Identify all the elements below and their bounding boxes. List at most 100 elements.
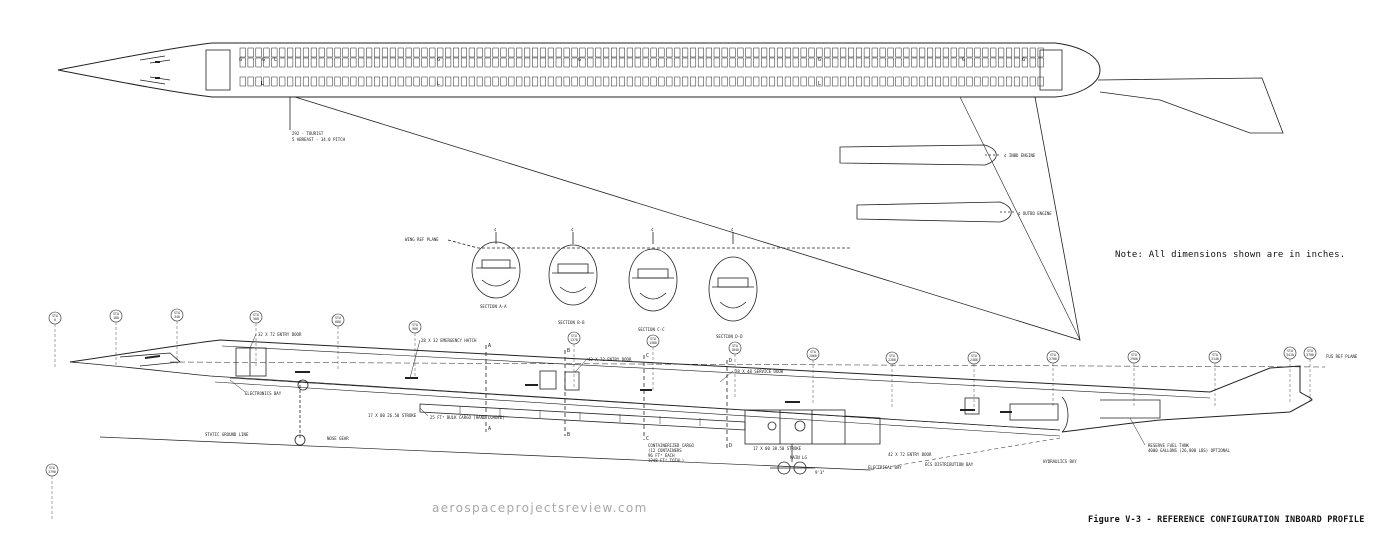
seat-row [547,57,554,68]
station-label: 680 [335,320,341,324]
plan-view-fuselage [57,42,1101,98]
station-label: STA [1131,353,1137,357]
seat-row [903,47,910,58]
galley-mark: L [437,81,440,87]
seat-row [650,76,657,87]
leader-lines [229,333,1146,446]
station-label: 340 [174,315,180,319]
engine-nacelles: ¢ INBD ENGINE ¢ OUTBD ENGINE [839,144,1052,223]
seat-row [840,57,847,68]
seat-row [974,57,981,68]
seat-row [405,47,412,58]
seat-row [547,47,554,58]
seat-row [911,76,918,87]
seat-row [705,76,712,87]
seat-row [302,57,309,68]
seat-row [737,57,744,68]
seat-row [998,76,1005,87]
seat-row [958,47,965,58]
plan-view-seat-rows [239,47,1044,87]
seat-row [239,47,246,58]
seat-row [1013,57,1020,68]
seat-row [784,47,791,58]
seat-row [500,57,507,68]
seat-row [871,57,878,68]
seat-row [887,76,894,87]
seat-row [374,76,381,87]
seat-row [1013,76,1020,87]
section-c-c-label: SECTION C-C [638,327,665,332]
seat-row [366,57,373,68]
seat-row [887,47,894,58]
seat-row [603,76,610,87]
seat-row [453,57,460,68]
section-cut-markers: A A B B C C D D [485,343,732,449]
seat-row [1021,57,1028,68]
seat-row [650,57,657,68]
station-label: 1580 [649,341,657,345]
main-stroke-label: 17 X 00 38.50 STROKE [753,446,802,451]
seat-row [318,47,325,58]
seat-row [808,47,815,58]
seat-row [769,76,776,87]
galley-mark: G [578,57,581,63]
seat-row [263,76,270,87]
seat-row [492,76,499,87]
seat-row [824,47,831,58]
station-label: 1370 [570,338,578,342]
seat-row [295,47,302,58]
galley-mark: G [437,57,440,63]
seat-row [895,57,902,68]
seat-row [516,76,523,87]
seat-row [855,57,862,68]
seat-row [397,57,404,68]
seat-row [982,57,989,68]
section-marker-d-top: D [729,358,732,364]
seat-row [634,76,641,87]
seat-row [413,76,420,87]
seat-row [658,47,665,58]
seat-row [950,57,957,68]
seat-row [863,47,870,58]
station-label: STA [412,323,418,327]
seat-row [508,47,515,58]
seat-row [287,76,294,87]
seat-row [879,57,886,68]
seat-row [745,47,752,58]
seat-row [587,47,594,58]
landing-gear [99,379,1061,475]
station-label: 2900 [1130,357,1138,361]
seat-row [539,57,546,68]
seat-row [429,57,436,68]
seat-row [832,47,839,58]
watermark: aerospaceprojectsreview.com [432,501,648,515]
seat-row [500,76,507,87]
seat-row [524,47,531,58]
seat-row [776,57,783,68]
seat-row [840,76,847,87]
seat-row [460,47,467,58]
station-label: STA [113,312,119,316]
seat-row [816,57,823,68]
station-label: 500 [253,317,259,321]
seat-row [713,57,720,68]
seat-row [1037,47,1044,58]
seat-row [666,57,673,68]
seat-row [484,47,491,58]
seat-row [761,47,768,58]
seat-row [690,57,697,68]
seat-row [895,47,902,58]
seat-row [611,47,618,58]
electrical-bay-label: ELECTRICAL BAY [868,465,902,470]
seating-callout: 292 - TOURIST 5 ABREAST - 34.0 PITCH [289,97,346,142]
seat-row [634,57,641,68]
seat-row [919,76,926,87]
seat-row [279,76,286,87]
seat-row [1013,47,1020,58]
seat-row [295,76,302,87]
seat-row [389,76,396,87]
seat-row [287,47,294,58]
